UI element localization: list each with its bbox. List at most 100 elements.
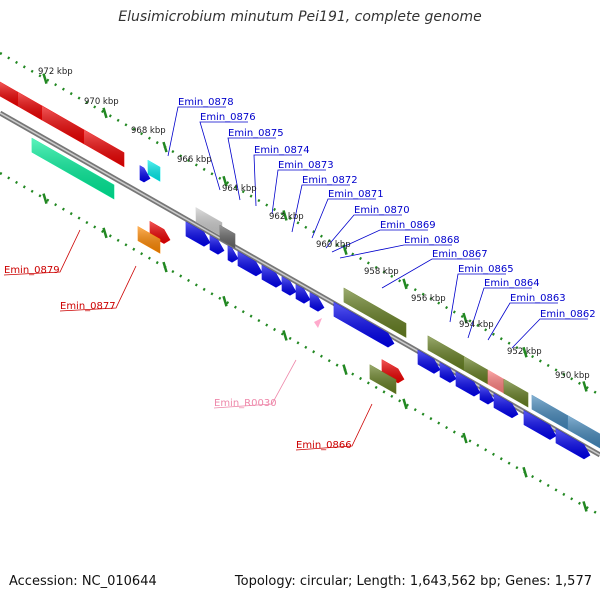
major-tick (282, 210, 288, 221)
map-title: Elusimicrobium minutum Pei191, complete … (118, 9, 482, 25)
leader-line (213, 359, 297, 409)
gene-label: Emin_R0030 (214, 398, 277, 409)
gene-label: Emin_0876 (200, 112, 256, 123)
gene-label: Emin_0866 (296, 440, 352, 451)
leader-line (59, 265, 137, 312)
major-tick (342, 364, 348, 376)
gene-arrow-shade (84, 129, 124, 167)
gene-arrow-shade (418, 350, 440, 374)
gene-arrow-shade (282, 276, 296, 296)
gene-arrow-shade (504, 379, 528, 407)
leader-line (295, 403, 373, 451)
rna-marker (314, 318, 322, 328)
scale-label: 950 kbp (555, 371, 590, 381)
major-tick (402, 278, 408, 290)
gene-label: Emin_0877 (60, 301, 116, 312)
scale-label: 972 kbp (38, 67, 73, 77)
major-tick (102, 227, 108, 239)
leader-line (449, 273, 506, 323)
gene-arrow-shade (494, 393, 518, 418)
gene-label: Emin_0873 (278, 160, 334, 171)
major-tick (102, 107, 108, 119)
gene-label: Emin_0875 (228, 128, 284, 139)
gene-arrow-shade (262, 265, 282, 288)
gene-label: Emin_0869 (380, 220, 436, 231)
scale-label: 962 kbp (269, 212, 304, 222)
gene-arrow-shade (480, 385, 494, 405)
leader-line (167, 106, 226, 157)
gene-arrow-shade (0, 82, 18, 107)
gene-arrow-shade (464, 356, 488, 385)
scale-label: 956 kbp (411, 294, 446, 304)
scale-tick-marks (0, 51, 600, 517)
gene-arrow-shade (440, 362, 456, 383)
major-tick (402, 398, 408, 410)
gene-label: Emin_0871 (328, 189, 384, 200)
major-tick (522, 466, 528, 478)
major-tick (582, 381, 588, 392)
gene-arrow-shade (428, 335, 464, 371)
leader-line (331, 229, 428, 253)
leader-line (311, 198, 376, 239)
gene-arrow-shade (456, 371, 480, 397)
gene-arrow-shade (334, 302, 394, 348)
gene-label: Emin_0879 (4, 265, 60, 276)
inner-tick-row (0, 171, 600, 517)
gene-labels: Emin_0878Emin_0876Emin_0875Emin_0874Emin… (4, 97, 596, 451)
scale-label: 960 kbp (316, 240, 351, 250)
gene-arrow-shade (370, 364, 396, 394)
leader-line (199, 121, 248, 191)
label-leader-lines (3, 106, 588, 451)
gene-arrow-shade (140, 165, 150, 183)
major-tick (462, 432, 468, 444)
leader-line (227, 137, 276, 201)
gene-label: Emin_0865 (458, 264, 514, 275)
gene-label: Emin_0868 (404, 235, 460, 246)
leader-line (3, 229, 81, 276)
major-tick (222, 295, 228, 307)
gene-arrow-shade (296, 284, 310, 304)
scale-label: 968 kbp (131, 126, 166, 136)
scale-label: 966 kbp (177, 155, 212, 165)
major-tick (582, 501, 588, 512)
leader-line (511, 318, 588, 349)
major-tick (162, 261, 168, 273)
leader-line (291, 184, 350, 233)
scale-label: 952 kbp (507, 347, 542, 357)
leader-line (271, 169, 326, 215)
gene-label: Emin_0862 (540, 309, 596, 320)
gene-label: Emin_0863 (510, 293, 566, 304)
gene-arrow-shade (18, 92, 42, 120)
scale-label: 954 kbp (459, 320, 494, 330)
topology-text: Topology: circular; Length: 1,643,562 bp… (234, 574, 592, 589)
gene-arrow-shade (42, 105, 84, 144)
gene-arrow-shade (148, 160, 160, 182)
gene-arrow-shade (138, 226, 160, 254)
gene-arrow-shade (568, 415, 600, 448)
gene-arrow-shade (556, 428, 590, 459)
gene-arrow-shade (228, 245, 238, 263)
gene-arrow-shade (32, 138, 114, 199)
gene-label: Emin_0872 (302, 175, 358, 186)
accession-text: Accession: NC_010644 (9, 574, 157, 589)
gene-features (0, 81, 600, 460)
leader-line (253, 154, 302, 207)
gene-label: Emin_0874 (254, 145, 310, 156)
leader-line (325, 214, 402, 249)
gene-label: Emin_0870 (354, 205, 410, 216)
gene-arrow-shade (220, 225, 235, 248)
gene-arrow-shade (524, 410, 556, 440)
major-tick (522, 346, 528, 358)
leader-line (487, 302, 558, 341)
gene-arrow-shade (210, 235, 224, 255)
major-tick (282, 330, 288, 341)
gene-label: Emin_0864 (484, 278, 540, 289)
gene-arrow-shade (238, 251, 262, 276)
major-tick (162, 141, 168, 153)
gene-arrow-shade (186, 222, 210, 247)
gene-arrow-shade (382, 359, 404, 383)
major-tick (222, 175, 228, 187)
gene-arrow-shade (344, 288, 406, 338)
